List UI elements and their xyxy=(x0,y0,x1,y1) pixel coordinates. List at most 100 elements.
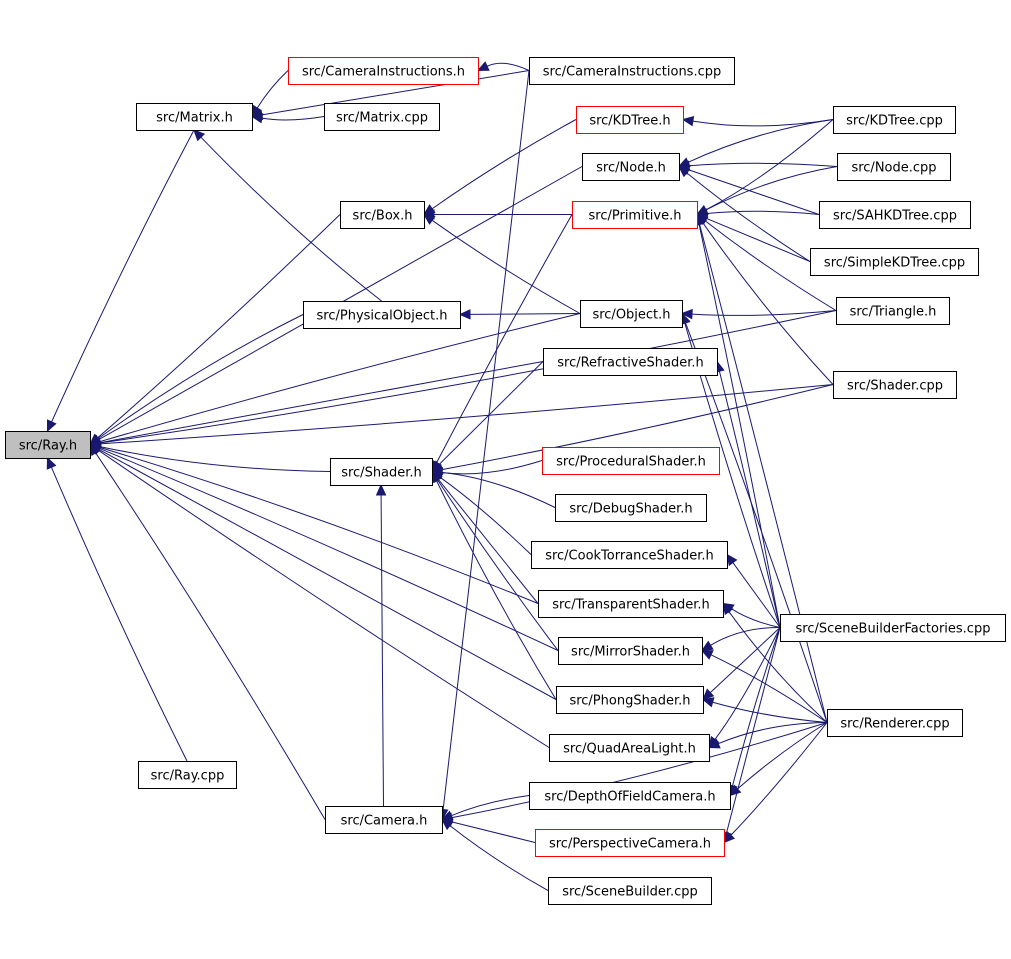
node-label: src/Ray.cpp xyxy=(151,769,225,784)
node-shader-h[interactable]: src/Shader.h xyxy=(330,458,433,486)
node-node-h[interactable]: src/Node.h xyxy=(582,153,680,181)
edge-mirror_h-to-shader_h xyxy=(437,479,559,651)
edge-ray_cpp-to-ray_h xyxy=(50,467,188,762)
node-label: src/QuadAreaLight.h xyxy=(563,742,696,757)
node-renderer-cpp[interactable]: src/Renderer.cpp xyxy=(827,709,963,737)
node-label: src/SceneBuilderFactories.cpp xyxy=(796,622,991,637)
arrowhead-object_h-to-physobj_h xyxy=(458,309,471,320)
edge-sbf_cpp-to-quad_h xyxy=(714,627,781,740)
node-debug-h[interactable]: src/DebugShader.h xyxy=(555,494,707,522)
node-box xyxy=(535,829,725,857)
arrowhead-ray_cpp-to-ray_h xyxy=(46,456,57,470)
edge-sbf_cpp-to-primitive_h xyxy=(698,224,781,628)
node-label: src/Node.cpp xyxy=(851,161,936,176)
arrowhead-sbf_cpp-to-cook_h xyxy=(726,553,738,567)
edge-sbf_cpp-to-mirror_h xyxy=(710,626,781,646)
node-box xyxy=(556,686,704,714)
node-sb-cpp[interactable]: src/SceneBuilder.cpp xyxy=(548,877,712,905)
arrowhead-object_h-to-box_h xyxy=(423,213,436,225)
node-kdtree-h[interactable]: src/KDTree.h xyxy=(576,106,684,134)
node-box xyxy=(549,734,710,762)
node-refr-h[interactable]: src/RefractiveShader.h xyxy=(543,348,718,376)
arrowhead-sbf_cpp-to-phong_h xyxy=(702,688,715,701)
edge-object_h-to-box_h xyxy=(431,219,581,314)
node-physobj-h[interactable]: src/PhysicalObject.h xyxy=(303,301,461,329)
node-caminstr-h[interactable]: src/CameraInstructions.h xyxy=(288,57,479,85)
arrowhead-physobj_h-to-matrix_h xyxy=(193,129,206,142)
node-dof-h[interactable]: src/DepthOfFieldCamera.h xyxy=(529,782,731,810)
node-triangle-h[interactable]: src/Triangle.h xyxy=(836,297,950,325)
node-box xyxy=(325,806,443,834)
node-quad-h[interactable]: src/QuadAreaLight.h xyxy=(549,734,710,762)
node-label: src/CameraInstructions.h xyxy=(302,65,465,80)
edge-caminstr_h-to-matrix_h xyxy=(256,70,289,109)
node-ray-h[interactable]: src/Ray.h xyxy=(5,431,91,459)
node-label: src/TransparentShader.h xyxy=(552,598,710,613)
file-nodes: src/Ray.h src/Matrix.h src/CameraInstructi… xyxy=(5,57,1006,905)
edge-renderer_cpp-to-persp_h xyxy=(730,722,828,836)
node-camera-h[interactable]: src/Camera.h xyxy=(325,806,443,834)
node-matrix-cpp[interactable]: src/Matrix.cpp xyxy=(324,103,440,131)
node-box xyxy=(531,541,728,569)
edge-caminstr_cpp-to-caminstr_h xyxy=(486,62,530,71)
node-mirror-h[interactable]: src/MirrorShader.h xyxy=(558,637,703,665)
arrowhead-renderer_cpp-to-mirror_h xyxy=(700,649,714,660)
node-label: src/PhysicalObject.h xyxy=(317,309,448,324)
node-box xyxy=(529,782,731,810)
node-label: src/ProceduralShader.h xyxy=(556,455,706,470)
node-box xyxy=(780,614,1006,642)
node-box xyxy=(582,153,680,181)
node-box xyxy=(340,201,425,229)
node-label: src/Object.h xyxy=(592,308,670,323)
edge-node_cpp-to-node_h xyxy=(688,162,838,167)
edge-transp_h-to-shader_h xyxy=(437,478,539,604)
node-box xyxy=(538,590,724,618)
node-proc-h[interactable]: src/ProceduralShader.h xyxy=(542,447,720,475)
node-object-h[interactable]: src/Object.h xyxy=(580,300,683,328)
node-caminstr-cpp[interactable]: src/CameraInstructions.cpp xyxy=(529,57,735,85)
node-label: src/PerspectiveCamera.h xyxy=(549,837,711,852)
node-phong-h[interactable]: src/PhongShader.h xyxy=(556,686,704,714)
arrowhead-matrix_h-to-ray_h xyxy=(46,419,57,433)
node-shader-cpp[interactable]: src/Shader.cpp xyxy=(833,371,957,399)
node-box xyxy=(529,57,735,85)
edge-renderer_cpp-to-quad_h xyxy=(718,722,828,745)
node-transp-h[interactable]: src/TransparentShader.h xyxy=(538,590,724,618)
node-cook-h[interactable]: src/CookTorranceShader.h xyxy=(531,541,728,569)
edge-renderer_cpp-to-primitive_h xyxy=(699,224,828,723)
arrowhead-triangle_h-to-object_h xyxy=(680,308,693,320)
node-label: src/Node.h xyxy=(596,161,666,176)
edge-triangle_h-to-primitive_h xyxy=(704,220,837,311)
node-ray-cpp[interactable]: src/Ray.cpp xyxy=(138,761,237,789)
node-box xyxy=(138,761,237,789)
node-primitive-h[interactable]: src/Primitive.h xyxy=(572,201,698,229)
node-label: src/Triangle.h xyxy=(850,305,937,320)
node-label: src/Shader.cpp xyxy=(847,379,943,394)
node-box-h[interactable]: src/Box.h xyxy=(340,201,425,229)
node-sbf-cpp[interactable]: src/SceneBuilderFactories.cpp xyxy=(780,614,1006,642)
node-box xyxy=(330,458,433,486)
arrowhead-renderer_cpp-to-transp_h xyxy=(722,602,734,616)
node-box xyxy=(833,106,956,134)
node-box xyxy=(542,447,720,475)
node-box xyxy=(555,494,707,522)
node-persp-h[interactable]: src/PerspectiveCamera.h xyxy=(535,829,725,857)
node-simplekdtree-cpp[interactable]: src/SimpleKDTree.cpp xyxy=(810,248,979,276)
node-sahkdtree-cpp[interactable]: src/SAHKDTree.cpp xyxy=(819,201,971,229)
edge-sahkdtree_cpp-to-node_h xyxy=(688,169,820,215)
edge-shader_cpp-to-ray_h xyxy=(99,384,834,445)
node-label: src/Box.h xyxy=(353,209,413,224)
node-box xyxy=(576,106,684,134)
arrowhead-camera_h-to-shader_h xyxy=(375,483,387,496)
node-label: src/Shader.h xyxy=(341,466,422,481)
edge-cook_h-to-shader_h xyxy=(439,476,532,555)
edge-dof_h-to-camera_h xyxy=(451,795,530,817)
edge-shader_cpp-to-shader_h xyxy=(441,384,834,471)
node-box xyxy=(833,371,957,399)
node-kdtree-cpp[interactable]: src/KDTree.cpp xyxy=(833,106,956,134)
node-label: src/PhongShader.h xyxy=(569,694,690,709)
node-node-cpp[interactable]: src/Node.cpp xyxy=(837,153,951,181)
edge-persp_h-to-camera_h xyxy=(451,821,536,843)
node-label: src/CookTorranceShader.h xyxy=(545,549,714,564)
node-matrix-h[interactable]: src/Matrix.h xyxy=(136,103,253,131)
